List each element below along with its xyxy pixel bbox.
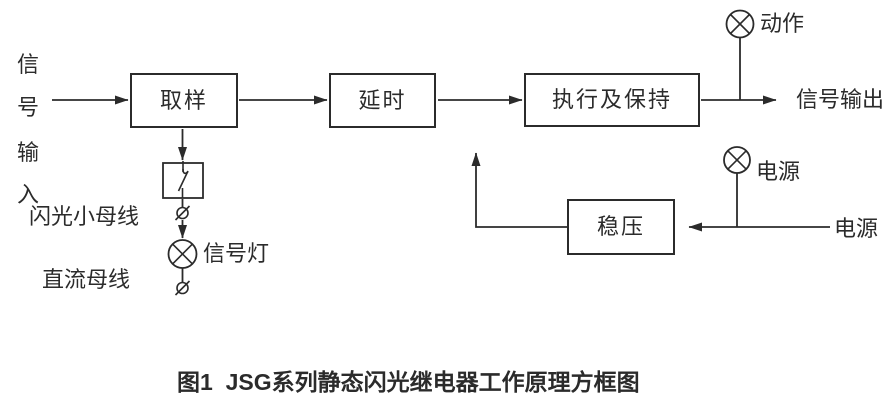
- block-regulator: 稳压: [567, 199, 675, 255]
- switch-contact-icon: [162, 161, 204, 199]
- block-delay-label: 延时: [358, 87, 407, 113]
- block-sampling: 取样: [130, 73, 238, 128]
- dc-bus-label: 直流母线: [42, 267, 131, 292]
- signal-input-char-4: 入: [17, 182, 40, 207]
- signal-lamp-label: 信号灯: [203, 241, 270, 266]
- signal-input-char-3: 输: [17, 140, 40, 165]
- block-execute-hold-label: 执行及保持: [551, 87, 672, 112]
- power-source-label: 电源: [834, 216, 879, 241]
- lamp-icon-action: [725, 9, 755, 39]
- lamp-icon-signal: [167, 239, 198, 269]
- action-lamp-label: 动作: [760, 11, 805, 36]
- block-execute-hold: 执行及保持: [524, 73, 700, 127]
- signal-output-label: 信号输出: [796, 87, 885, 112]
- terminal-icon-dc-bus: [174, 280, 191, 296]
- block-regulator-label: 稳压: [596, 214, 645, 239]
- signal-input-char-1: 信: [17, 52, 40, 77]
- figure-caption: 图1 JSG系列静态闪光继电器工作原理方框图: [177, 369, 640, 395]
- terminal-icon-flash-bus: [174, 205, 191, 221]
- block-delay: 延时: [329, 73, 436, 128]
- flash-bus-label: 闪光小母线: [29, 204, 140, 229]
- power-lamp-label: 电源: [756, 159, 801, 184]
- signal-input-char-2: 号: [17, 95, 40, 120]
- arrow-regulator-feedback: [471, 152, 567, 228]
- block-sampling-label: 取样: [159, 87, 208, 113]
- lamp-icon-power: [723, 146, 751, 174]
